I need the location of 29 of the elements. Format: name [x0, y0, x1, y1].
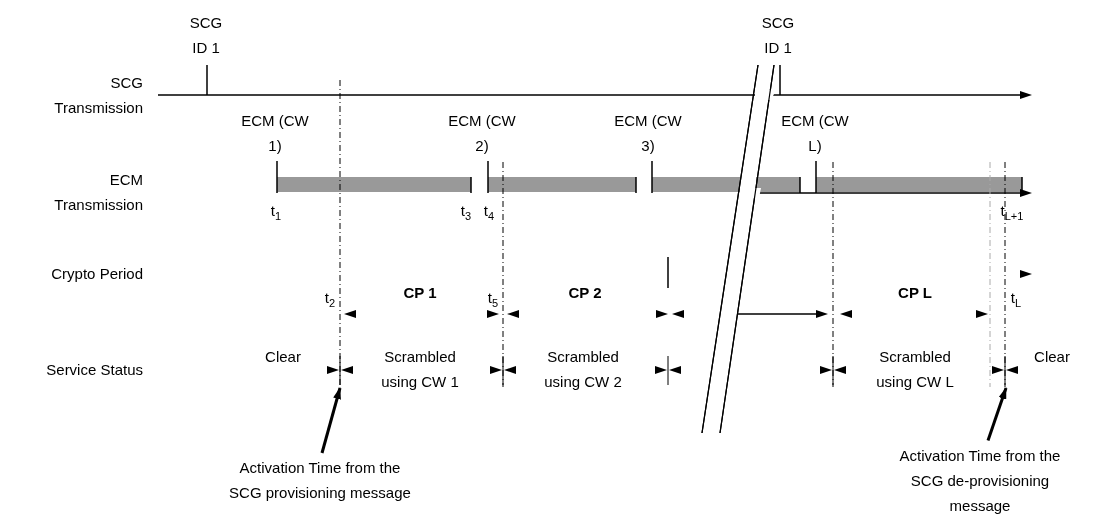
- timeline-label: t$_{5}$: [486, 287, 500, 311]
- annotation-text: Activation Time from the SCG provisioning message: [225, 455, 415, 505]
- timeline-label: Scrambled using CW L: [875, 347, 955, 392]
- timeline-label: Scrambled using CW 2: [543, 347, 623, 392]
- timeline-label: Clear: [264, 346, 302, 367]
- leader-line: [320, 387, 342, 454]
- timeline-label: t$_{2}$: [323, 287, 337, 311]
- timeline-label: Clear: [1033, 346, 1071, 367]
- timeline-label: SCG ID 1: [188, 13, 224, 58]
- leader-line: [986, 387, 1008, 441]
- timeline-label: t$_{4}$: [482, 200, 496, 224]
- row-label: Service Status: [45, 359, 143, 380]
- timeline-label: t$_{L}$: [1009, 287, 1023, 311]
- row-label: SCG Transmission: [53, 73, 143, 118]
- timeline-label: t$_{1}$: [269, 200, 283, 224]
- timeline-label: t$_{3}$: [459, 200, 473, 224]
- timeline-label: SCG ID 1: [760, 13, 796, 58]
- timeline-label: ECM (CW 1): [240, 111, 310, 156]
- timeline-label: CP 1: [402, 282, 438, 303]
- timeline-label: ECM (CW L): [780, 111, 850, 156]
- timeline-label: t$_{L+1}$: [999, 200, 1025, 224]
- timeline-label: CP 2: [567, 282, 603, 303]
- row-label: ECM Transmission: [53, 170, 143, 215]
- annotation-text: Activation Time from the SCG de-provisioning message: [885, 442, 1075, 514]
- timeline-label: ECM (CW 2): [447, 111, 517, 156]
- timeline-label: ECM (CW 3): [613, 111, 683, 156]
- row-label: Crypto Period: [50, 263, 143, 284]
- timeline-label: CP L: [897, 282, 933, 303]
- timeline-label: Scrambled using CW 1: [380, 347, 460, 392]
